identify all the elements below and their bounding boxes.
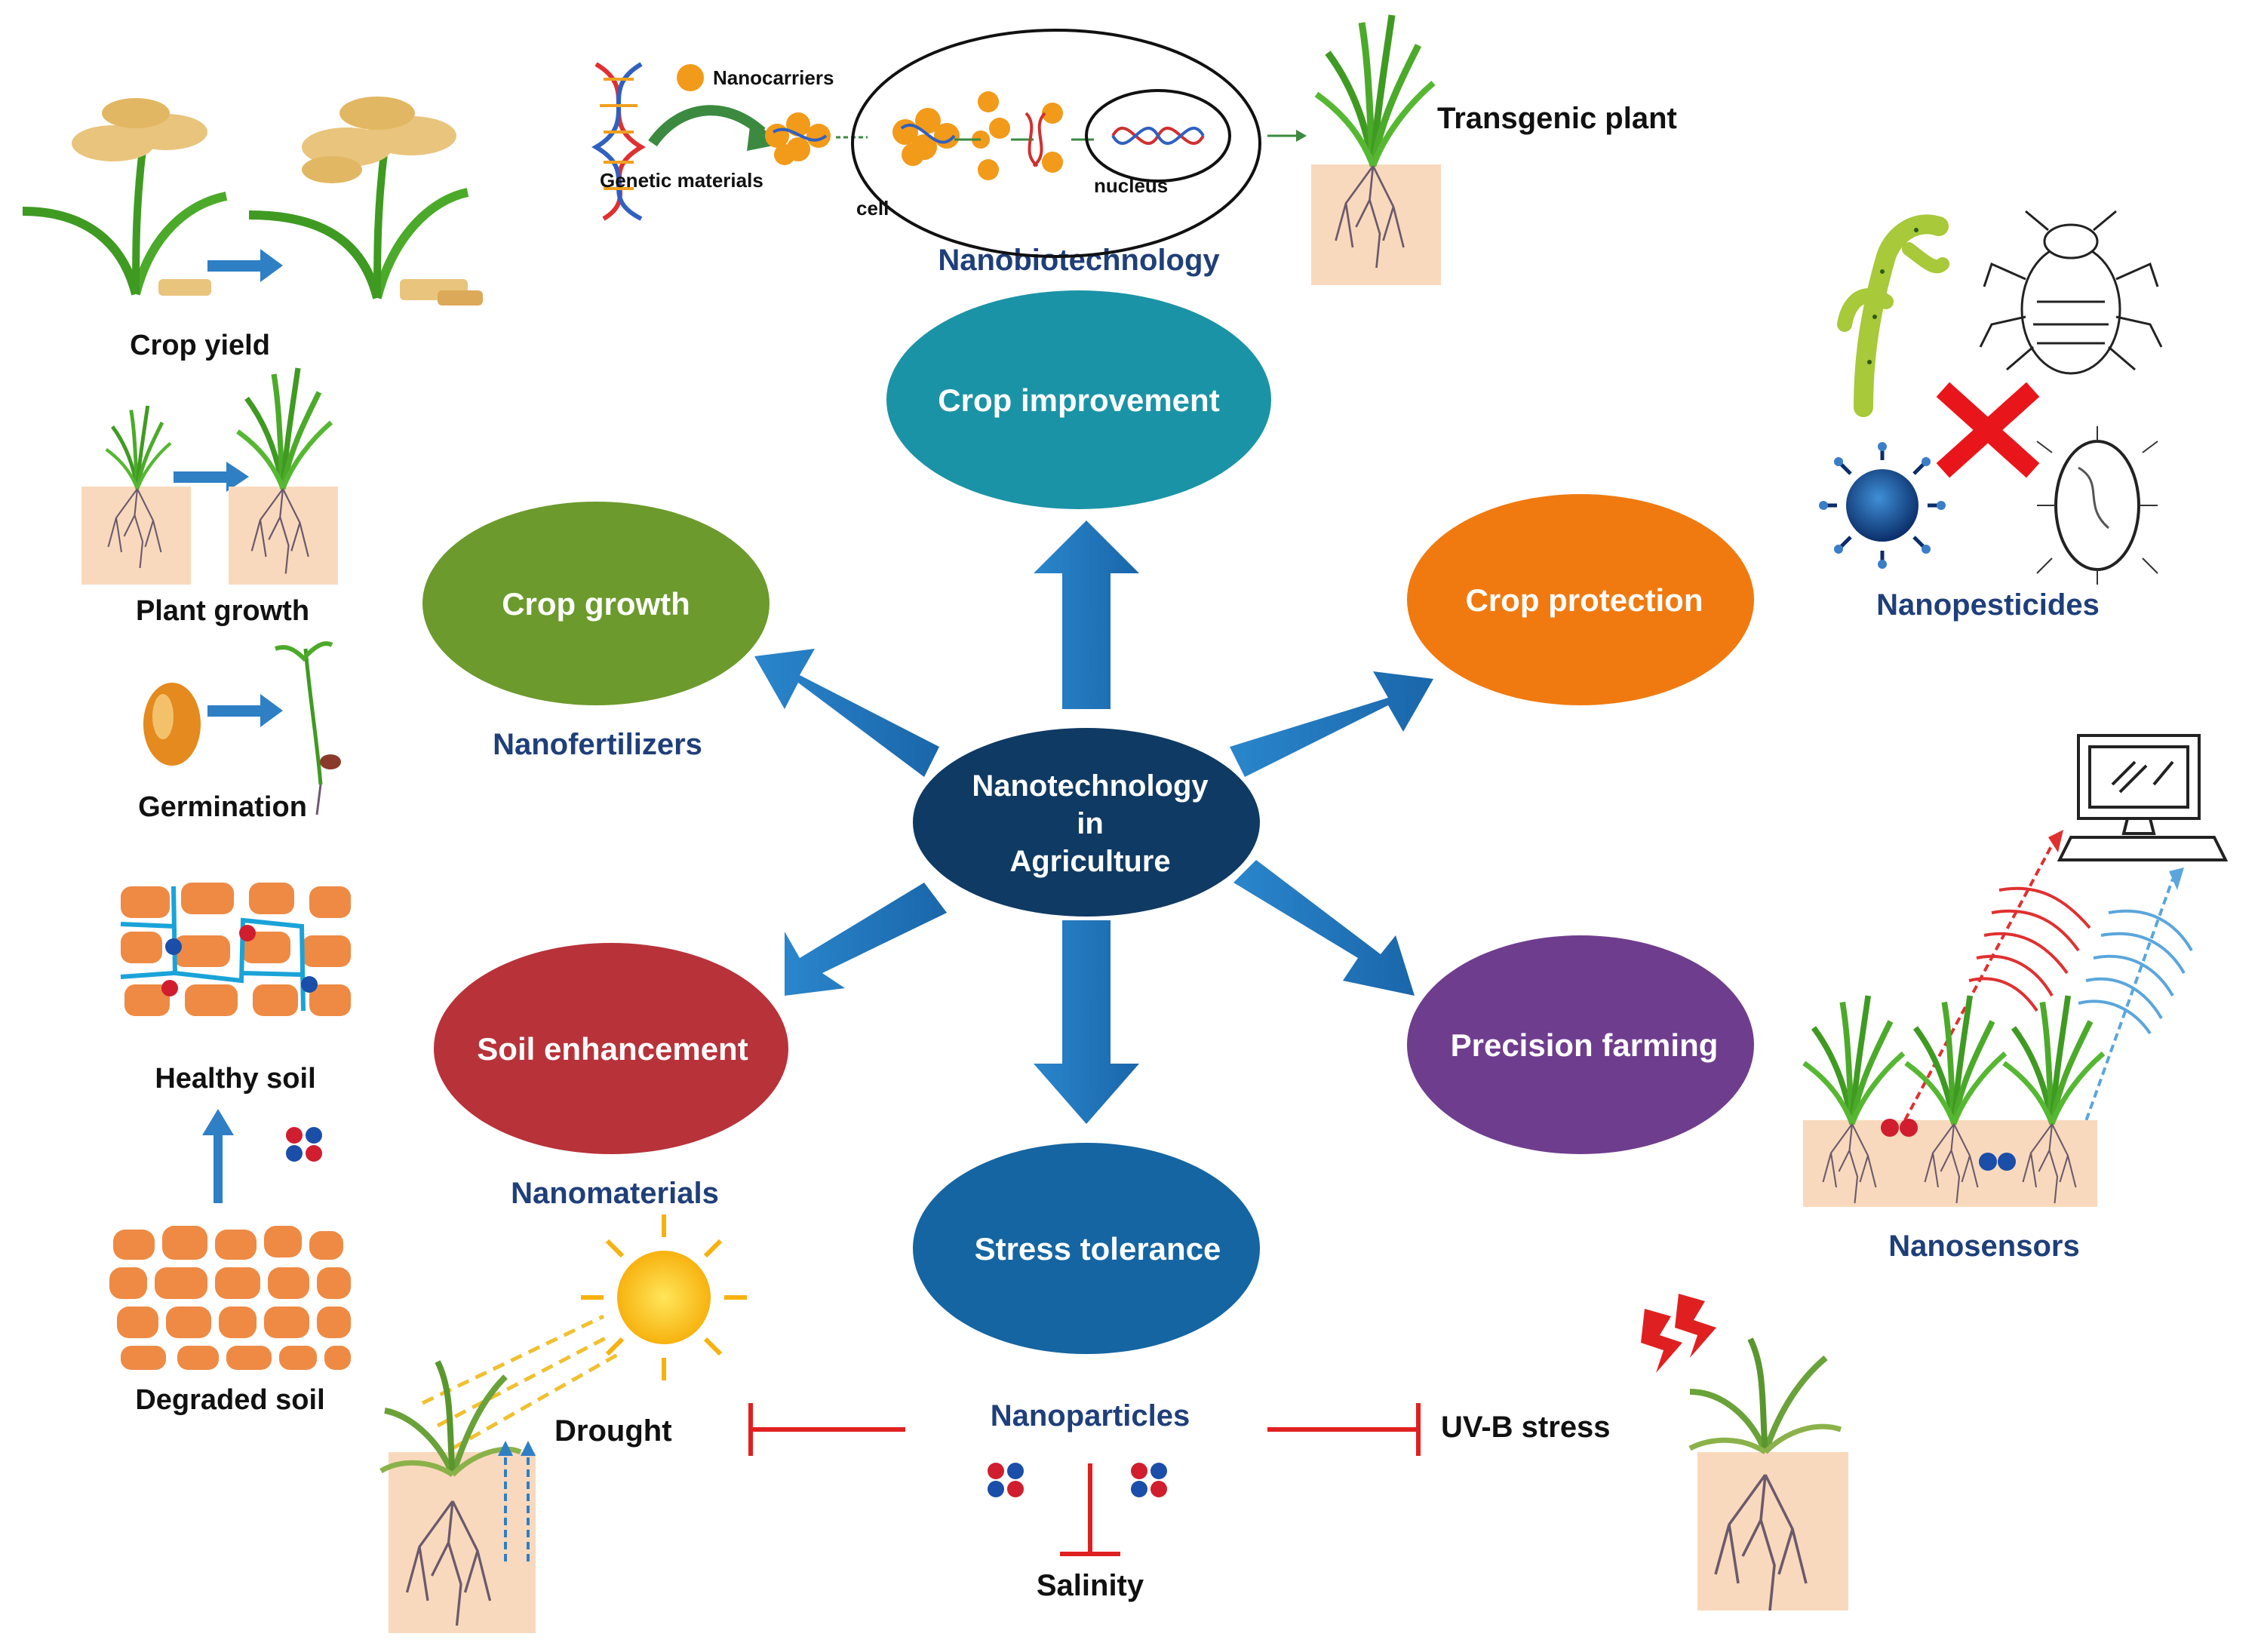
degraded-soil-illustration [109, 1226, 351, 1370]
oval-crop-improvement-label: Crop improvement [938, 382, 1219, 418]
oval-crop-protection-label: Crop protection [1466, 582, 1703, 618]
label-plant-growth: Plant growth [136, 595, 309, 627]
label-genetic-materials: Genetic materials [600, 169, 763, 192]
label-uvb-stress: UV-B stress [1441, 1411, 1611, 1444]
computer-icon [2057, 734, 2229, 861]
sun-icon [581, 1214, 747, 1380]
center-line-2: in [1077, 807, 1104, 840]
arrow-down [1034, 920, 1139, 1124]
dna-helix-icon [591, 62, 646, 221]
oval-soil-enhancement-label: Soil enhancement [477, 1031, 748, 1067]
oval-crop-growth-label: Crop growth [502, 586, 690, 622]
label-nucleus: nucleus [1094, 174, 1168, 197]
oval-precision-farming-label: Precision farming [1451, 1027, 1719, 1063]
central-arrows [754, 520, 1433, 1124]
label-cell: cell [856, 197, 889, 220]
center-line-3: Agriculture [1009, 845, 1170, 878]
arrow-upper-right [1230, 671, 1433, 777]
label-germination: Germination [138, 791, 307, 823]
label-nanocarriers: Nanocarriers [713, 66, 834, 89]
center-node: Nanotechnology in Agriculture [913, 728, 1260, 917]
virus-icon [1819, 442, 1946, 569]
label-nanopesticides: Nanopesticides [1876, 588, 2100, 622]
label-crop-yield: Crop yield [130, 330, 270, 361]
arrow-lower-left [785, 883, 947, 996]
label-nanosensors: Nanosensors [1888, 1230, 2079, 1263]
bacterium-icon [2036, 426, 2158, 585]
drought-illustration [379, 1214, 747, 1633]
label-nanoparticles: Nanoparticles [991, 1399, 1190, 1432]
uvb-illustration [1641, 1294, 1848, 1612]
healthy-soil-illustration [120, 883, 351, 1016]
center-line-1: Nanotechnology [972, 769, 1209, 803]
oval-crop-protection: Crop protection [1407, 494, 1754, 705]
oval-precision-farming: Precision farming [1407, 935, 1754, 1154]
label-nanomaterials: Nanomaterials [511, 1177, 719, 1210]
fungus-icon [1837, 214, 1949, 417]
arrow-lower-right [1233, 860, 1415, 996]
label-healthy-soil: Healthy soil [155, 1063, 315, 1095]
arrow-upper-left [754, 649, 939, 777]
signal-blue [2078, 867, 2193, 1132]
nanosensors-illustration [1803, 734, 2229, 1207]
oval-crop-growth: Crop growth [422, 502, 770, 705]
oval-crop-improvement: Crop improvement [886, 290, 1271, 509]
soil-arrow-up [202, 1109, 322, 1203]
label-degraded-soil: Degraded soil [135, 1384, 324, 1416]
oval-stress-tolerance: Stress tolerance [913, 1143, 1260, 1354]
transgenic-plant-illustration [1311, 15, 1441, 285]
nanopesticides-illustration [1819, 210, 2163, 585]
germination-illustration [143, 641, 341, 815]
label-nanofertilizers: Nanofertilizers [493, 728, 702, 761]
signal-red [1903, 830, 2091, 1121]
red-x-icon [1936, 382, 2040, 478]
nanobiotech-process: Nanocarriers Genetic materials cell nucl… [591, 29, 1307, 258]
plant-growth-illustration [81, 368, 338, 585]
lightning-icon [1641, 1294, 1716, 1373]
label-drought: Drought [554, 1414, 672, 1448]
oval-soil-enhancement: Soil enhancement [434, 943, 788, 1154]
insect-icon [1979, 210, 2163, 375]
inhibitor-lines [748, 1403, 1421, 1556]
crop-yield-illustration [22, 97, 483, 306]
label-transgenic-plant: Transgenic plant [1437, 102, 1677, 135]
oval-stress-tolerance-label: Stress tolerance [975, 1231, 1221, 1267]
arrow-up [1034, 520, 1139, 709]
label-salinity: Salinity [1037, 1569, 1144, 1602]
